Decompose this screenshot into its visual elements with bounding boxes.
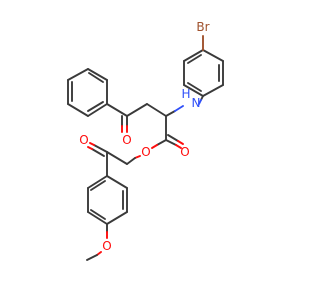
acyl-co-o2 xyxy=(87,146,93,150)
amine-h-label: H xyxy=(181,87,190,101)
phenyl-ketone-bond xyxy=(106,103,128,117)
chn-nh-bond-c xyxy=(165,110,176,117)
methoxy-oxygen-label: O xyxy=(102,239,111,253)
molecule-structure: Br N H O O O O O xyxy=(67,20,224,261)
phenyl-ring xyxy=(67,68,108,117)
acyl-co-c2 xyxy=(91,148,105,157)
bromophenyl-ring xyxy=(183,49,224,97)
chn-nh-bond-n xyxy=(174,105,184,112)
ketone-ch2-bond xyxy=(126,103,148,117)
o-ch2-bond-c xyxy=(126,157,136,165)
ester-co-o2 xyxy=(177,140,184,145)
ester-c-o-bond-o xyxy=(151,144,158,149)
acyl-co-c1 xyxy=(93,144,108,153)
ester-c-o-bond-c xyxy=(156,139,167,146)
ch2-acyl-bond xyxy=(106,151,128,165)
ome-ch3-bond-c xyxy=(86,254,98,261)
acyl-ketone-oxygen-label: O xyxy=(79,133,88,147)
acyl-co-o1 xyxy=(89,142,95,146)
ester-oxygen-label: O xyxy=(141,145,150,159)
ketone-oxygen-label: O xyxy=(122,133,131,147)
ch2-chn-bond xyxy=(146,103,167,117)
ester-co-c2 xyxy=(167,134,179,142)
ester-carbonyl-oxygen-label: O xyxy=(180,145,189,159)
ester-co-o1 xyxy=(175,144,182,149)
ester-co-c1 xyxy=(165,139,177,146)
n-ring-bond xyxy=(198,99,202,105)
bromine-label: Br xyxy=(196,20,209,34)
methoxyphenyl-ring xyxy=(87,175,128,225)
amine-n-label: N xyxy=(192,96,201,110)
